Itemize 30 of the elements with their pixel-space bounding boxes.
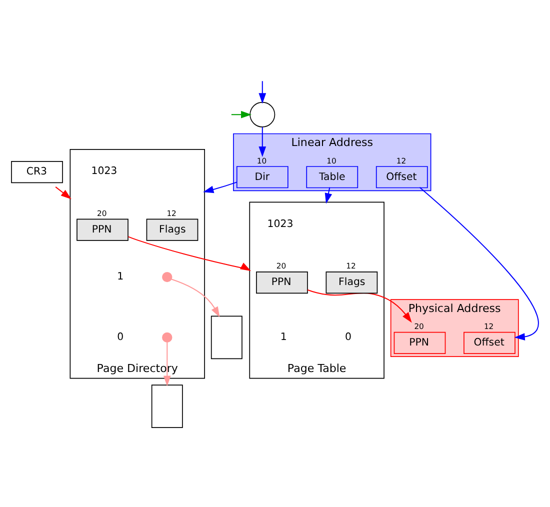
label: 1023	[267, 218, 294, 230]
label: 0	[117, 332, 124, 343]
arrow	[307, 288, 412, 322]
label: 1023	[91, 166, 118, 177]
node-label: 12	[346, 261, 356, 270]
arrow	[55, 186, 72, 199]
arrow	[203, 181, 237, 193]
arrow	[231, 110, 252, 118]
arrow	[171, 278, 220, 317]
node-label: 12	[166, 208, 176, 218]
arrow	[163, 342, 171, 386]
arrow	[258, 80, 266, 104]
arrow	[128, 236, 251, 270]
arrow	[419, 186, 539, 340]
label: 0	[345, 332, 352, 343]
node-label: 12	[484, 322, 494, 331]
node-label: 10	[326, 156, 336, 165]
node-circle	[162, 271, 172, 282]
arrow	[258, 126, 266, 156]
node-circle	[162, 332, 172, 342]
label: 1	[280, 332, 287, 343]
node-label: 20	[96, 208, 107, 218]
node-label: 20	[414, 322, 424, 331]
node-box	[210, 315, 242, 359]
node-label: 20	[276, 261, 286, 270]
node-circle	[250, 101, 276, 127]
node-label: 10	[256, 156, 267, 165]
node-label: 12	[396, 156, 406, 165]
label: 1	[117, 271, 124, 282]
node-box	[151, 384, 183, 428]
